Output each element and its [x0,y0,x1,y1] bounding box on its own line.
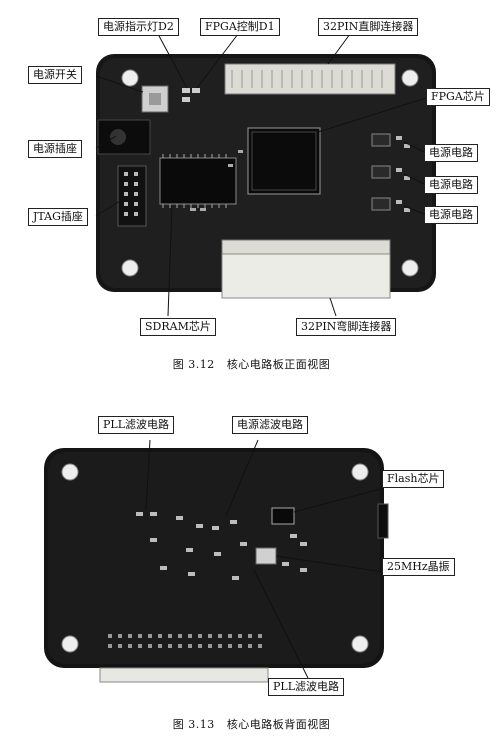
label-32pin-straight-connector: 32PIN直脚连接器 [318,18,419,36]
label-power-switch: 电源开关 [28,66,82,84]
label-fpga-control-d1: FPGA控制D1 [200,18,280,36]
figure-caption-back: 图 3.13 核心电路板背面视图 [0,716,503,732]
label-power-circuit-1: 电源电路 [424,144,478,162]
label-power-filter-circuit: 电源滤波电路 [232,416,308,434]
front-board-photo [95,33,436,317]
caption-text: 核心电路板背面视图 [226,718,331,731]
figure-back-view: PLL滤波电路 电源滤波电路 Flash芯片 25MHz晶振 PLL滤波电路 图… [0,392,503,741]
label-power-circuit-3: 电源电路 [424,206,478,224]
caption-number: 图 3.13 [172,718,215,731]
label-fpga-chip: FPGA芯片 [426,88,490,106]
label-25mhz-crystal: 25MHz晶振 [382,558,455,576]
figure-front-view: 电源指示灯D2 FPGA控制D1 32PIN直脚连接器 电源开关 FPGA芯片 … [0,18,503,372]
label-pll-filter-top: PLL滤波电路 [98,416,175,434]
back-board-photo [44,439,389,683]
label-power-socket: 电源插座 [28,140,82,158]
label-power-circuit-2: 电源电路 [424,176,478,194]
label-sdram-chip: SDRAM芯片 [140,318,216,336]
label-pll-filter-bottom: PLL滤波电路 [268,678,345,696]
label-flash-chip: Flash芯片 [382,470,445,488]
label-32pin-bent-connector: 32PIN弯脚连接器 [296,318,397,336]
label-power-indicator-d2: 电源指示灯D2 [98,18,179,36]
figure-caption-front: 图 3.12 核心电路板正面视图 [0,356,503,372]
label-jtag-socket: JTAG插座 [28,208,88,226]
caption-text: 核心电路板正面视图 [226,358,331,371]
caption-number: 图 3.12 [172,358,215,371]
